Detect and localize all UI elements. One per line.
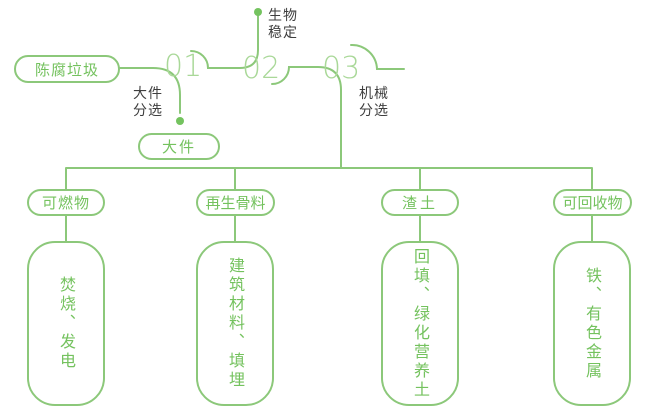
step-number-2: 02 <box>242 51 281 86</box>
bulky-output-node: 大件 <box>138 133 220 160</box>
line-source-to-step1 <box>119 67 181 114</box>
step-label-bulky-sorting: 大件 分选 <box>133 86 163 119</box>
result-text-metals: 铁、有色金属 <box>583 266 602 381</box>
result-text-building-materials: 建筑材料、填埋 <box>226 257 245 390</box>
result-box-backfill: 回填、绿化营养土 <box>381 241 459 406</box>
result-box-metals: 铁、有色金属 <box>553 241 631 406</box>
line-step1-to-bio <box>190 15 259 69</box>
bio-branch-dot <box>254 8 262 16</box>
step-label-mechanical-sorting: 机械 分选 <box>359 86 389 119</box>
line-step2-to-step3 <box>271 66 342 169</box>
category-node-slag-soil: 渣土 <box>381 189 459 216</box>
step-number-1: 01 <box>164 49 203 84</box>
category-node-recyclables: 可回收物 <box>553 189 632 216</box>
line-step3-tail <box>350 43 405 70</box>
bulky-branch-dot <box>176 117 184 125</box>
category-node-combustibles: 可燃物 <box>27 189 105 216</box>
result-text-backfill: 回填、绿化营养土 <box>411 247 430 400</box>
source-node: 陈腐垃圾 <box>14 55 120 83</box>
step-label-bio-stabilization: 生物 稳定 <box>268 8 298 41</box>
distribution-bus <box>65 167 593 191</box>
result-box-building-materials: 建筑材料、填埋 <box>196 241 274 406</box>
step-number-3: 03 <box>322 51 361 86</box>
result-text-incineration: 焚烧、发电 <box>57 276 76 371</box>
category-node-recycled-aggregate: 再生骨料 <box>196 189 275 216</box>
result-box-incineration: 焚烧、发电 <box>27 241 105 406</box>
category-to-result-links <box>65 215 593 242</box>
